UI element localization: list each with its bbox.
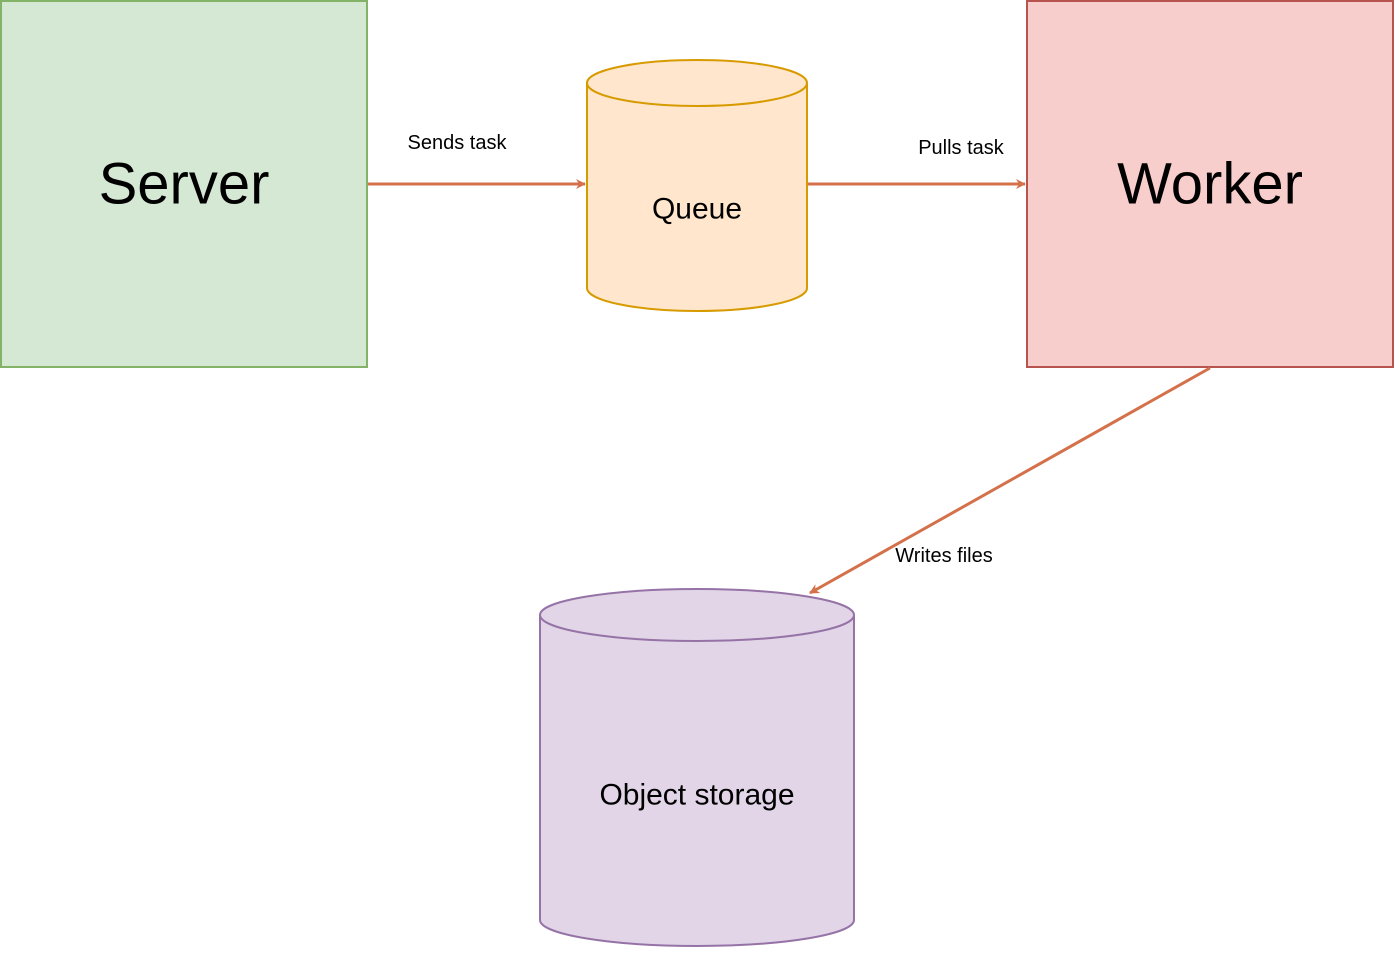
- server-box[interactable]: [0, 0, 368, 368]
- edge-queue-to-worker: Pulls task: [808, 137, 1026, 189]
- worker-label: Worker: [1117, 152, 1303, 217]
- edge-queue-to-worker-label: Pulls task: [918, 137, 1005, 159]
- worker-box[interactable]: [1026, 0, 1394, 368]
- server-label: Server: [99, 152, 270, 217]
- edge-server-to-queue-label: Sends task: [408, 132, 508, 154]
- edge-server-to-queue: Sends task: [368, 132, 586, 189]
- edge-worker-to-storage-line: [809, 366, 1211, 595]
- object-storage-node[interactable]: Object storage: [539, 588, 855, 947]
- object-storage-label: Object storage: [599, 779, 794, 812]
- edge-worker-to-storage-label: Writes files: [895, 545, 992, 567]
- edge-worker-to-storage: Writes files: [809, 366, 1211, 595]
- object-storage-cylinder-top[interactable]: [539, 588, 855, 642]
- queue-cylinder-top[interactable]: [586, 59, 808, 107]
- queue-label: Queue: [652, 193, 742, 226]
- queue-cylinder-body[interactable]: [586, 83, 808, 312]
- object-storage-cylinder-body[interactable]: [539, 615, 855, 947]
- server-node[interactable]: Server: [0, 0, 368, 368]
- worker-node[interactable]: Worker: [1026, 0, 1394, 368]
- queue-node[interactable]: Queue: [586, 59, 808, 312]
